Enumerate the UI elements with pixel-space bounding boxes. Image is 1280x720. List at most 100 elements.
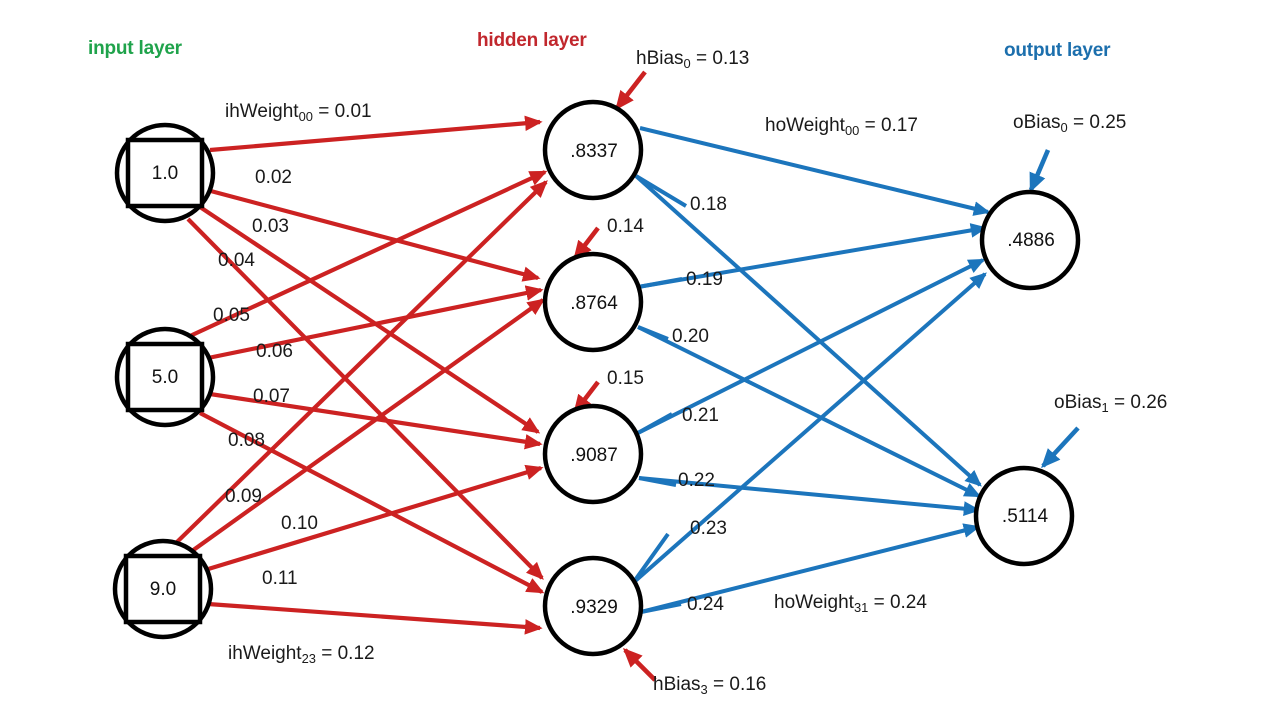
ih-weight-12-value: 0.07: [253, 386, 290, 407]
h-bias-3-name: hBias: [653, 674, 701, 695]
stub-h3-a: [631, 532, 670, 585]
o-bias-1-label: oBias1 = 0.26: [1054, 392, 1168, 416]
ih-weight-23-eq: = 0.12: [315, 643, 375, 664]
o-bias-0-label: oBias0 = 0.25: [1013, 112, 1127, 136]
hidden-output-stubs: [631, 174, 688, 614]
stub-h0-b: [634, 174, 688, 208]
input-node-2-value: 9.0: [149, 579, 177, 600]
edge-i1-h0: [189, 170, 548, 338]
h-bias-0-eq: = 0.13: [690, 48, 750, 69]
edge-h2-o1: [638, 476, 981, 517]
stub-h2-a: [635, 412, 673, 436]
edge-i2-h1: [190, 298, 546, 553]
input-node-0-value: 1.0: [151, 163, 179, 184]
hidden-nodes: [542, 99, 644, 657]
o-bias-1-eq: = 0.26: [1108, 392, 1168, 413]
ih-weight-23-sub: 23: [301, 651, 316, 667]
hidden-node-0: [542, 99, 644, 201]
o-bias-0-sub: 0: [1060, 120, 1068, 136]
input-node-1-box: [125, 341, 205, 413]
ih-weight-01-value: 0.02: [255, 167, 292, 188]
h-bias-2-value: 0.15: [607, 368, 644, 389]
o-bias-0-eq: = 0.25: [1067, 112, 1127, 133]
h-bias-0-label: hBias0 = 0.13: [636, 48, 750, 72]
edge-i2-h3: [207, 601, 543, 635]
edge-i1-h3: [199, 411, 545, 594]
input-layer-label: input layer: [88, 38, 182, 59]
ih-weight-23-name: ihWeight: [228, 643, 302, 664]
hidden-node-1: [542, 251, 644, 353]
stub-h3-b: [640, 602, 682, 614]
output-nodes: [973, 189, 1081, 567]
ho-weight-21-value: 0.22: [678, 470, 715, 491]
h-bias-3-label: hBias3 = 0.16: [653, 674, 767, 698]
hidden-node-2: [542, 403, 644, 505]
edge-h0-o1: [634, 174, 982, 487]
ho-weight-31-sub: 31: [853, 600, 869, 616]
hidden-node-3-value: .9329: [570, 597, 618, 618]
hidden-output-edges: [631, 126, 991, 614]
edge-h1-o0: [637, 223, 988, 289]
obias1-arrow: [1041, 426, 1080, 469]
edge-h3-o1: [640, 523, 981, 614]
hidden-node-2-value: .9087: [570, 445, 618, 466]
ho-weight-31-value: 0.24: [687, 594, 724, 615]
hidden-node-3: [542, 555, 644, 657]
ih-weight-13-value: 0.08: [228, 430, 265, 451]
hidden-node-0-value: .8337: [570, 141, 618, 162]
hidden-node-1-value: .8764: [570, 293, 618, 314]
edge-h3-o0: [631, 272, 987, 585]
o-bias-1-name: oBias: [1054, 392, 1102, 413]
h-bias-3-sub: 3: [700, 682, 708, 698]
ih-weight-10-value: 0.05: [213, 305, 250, 326]
output-node-1-value: .5114: [1001, 506, 1049, 527]
ho-weight-20-value: 0.21: [682, 405, 719, 426]
hidden-layer-label: hidden layer: [477, 30, 587, 51]
ho-weight-00-eq: = 0.17: [859, 115, 918, 136]
edge-i2-h0: [174, 180, 548, 545]
output-bias-arrows: [1028, 149, 1080, 469]
input-hidden-edges: [174, 115, 548, 635]
input-node-2-box: [123, 553, 203, 625]
ho-weight-31-label: hoWeight31 = 0.24: [774, 592, 927, 616]
ho-weight-11-value: 0.20: [672, 326, 709, 347]
ih-weight-00-name: ihWeight: [225, 101, 299, 122]
ho-weight-30-value: 0.23: [690, 518, 727, 539]
ih-weight-23-label: ihWeight23 = 0.12: [228, 643, 375, 667]
ih-weight-03-value: 0.04: [218, 250, 255, 271]
edge-i0-h3: [186, 217, 544, 580]
edge-h2-o0: [635, 258, 986, 436]
o-bias-1-sub: 1: [1101, 400, 1109, 416]
output-node-0-value: .4886: [1007, 230, 1055, 251]
ih-weight-00-label: ihWeight00 = 0.01: [225, 101, 372, 124]
ho-weight-31-name: hoWeight: [774, 592, 854, 613]
h-bias-3-eq: = 0.16: [707, 674, 767, 695]
ho-weight-31-eq: = 0.24: [868, 592, 927, 613]
h-bias-0-name: hBias: [636, 48, 684, 69]
edge-i0-h0: [209, 115, 543, 153]
ih-weight-02-value: 0.03: [252, 216, 289, 237]
edge-i1-h1: [207, 285, 544, 361]
ih-weight-00-eq: = 0.01: [312, 101, 372, 122]
edge-i0-h2: [198, 205, 541, 434]
hbias1-arrow: [573, 226, 600, 261]
edge-i0-h1: [206, 187, 541, 282]
output-node-1: [973, 465, 1075, 567]
ho-weight-00-label: hoWeight00 = 0.17: [765, 115, 918, 139]
stub-h1-b: [637, 325, 669, 341]
ih-weight-11-value: 0.06: [256, 341, 293, 362]
o-bias-0-name: oBias: [1013, 112, 1061, 133]
h-bias-0-sub: 0: [683, 56, 691, 72]
ih-weight-22-value: 0.11: [262, 568, 298, 589]
ho-weight-00-sub: 00: [844, 123, 860, 139]
h-bias-1-value: 0.14: [607, 216, 644, 237]
edge-h1-o1: [637, 325, 982, 498]
edge-h0-o0: [639, 126, 991, 216]
input-node-1-value: 5.0: [151, 367, 179, 388]
input-nodes: [112, 122, 216, 640]
ih-weight-20-value: 0.09: [225, 486, 262, 507]
ho-weight-01-value: 0.18: [690, 194, 727, 215]
output-node-0: [979, 189, 1081, 291]
